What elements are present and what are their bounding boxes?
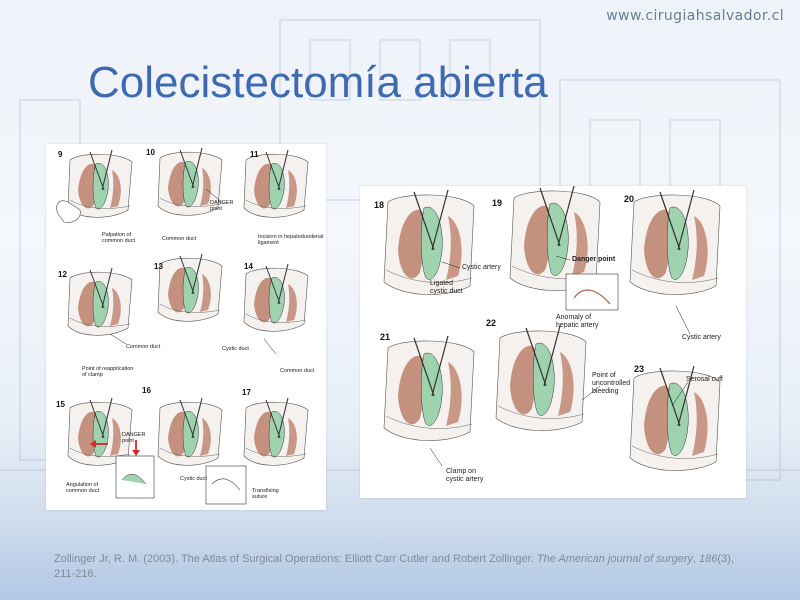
figure-number-14: 14 bbox=[244, 262, 253, 271]
figure-label: Clamp on cystic artery bbox=[446, 468, 484, 483]
figure-number-20: 20 bbox=[624, 194, 635, 204]
figure-number-11: 11 bbox=[250, 150, 259, 159]
figure-label: Palpation of common duct bbox=[102, 232, 136, 244]
figure-label: Cystic duct bbox=[222, 346, 249, 352]
figure-number-16: 16 bbox=[142, 386, 151, 395]
figure-label: Point of reapplication of clamp bbox=[82, 366, 134, 378]
right-panel-drawings bbox=[383, 186, 721, 472]
figure-label: Angulation of common duct bbox=[66, 482, 100, 494]
citation-journal: The American journal of surgery bbox=[536, 553, 693, 565]
figure-number-15: 15 bbox=[56, 400, 65, 409]
footer-band bbox=[0, 520, 800, 600]
figure-label: Ligated cystic duct bbox=[430, 280, 463, 295]
left-illustration-panel: 9 Palpation of common duct 10 DANGER poi… bbox=[46, 144, 326, 510]
right-illustration-panel: 18 Cystic artery Ligated cystic duct 19 … bbox=[360, 186, 746, 498]
figure-label: DANGER point bbox=[210, 200, 234, 212]
figure-label: Danger point bbox=[572, 256, 616, 263]
website-url[interactable]: www.cirugiahsalvador.cl bbox=[606, 8, 784, 24]
figure-label: DANGER point bbox=[122, 432, 146, 444]
figure-label: Point of uncontrolled bleeding bbox=[592, 372, 631, 395]
figure-number-9: 9 bbox=[58, 150, 63, 159]
figure-number-23: 23 bbox=[634, 364, 645, 374]
citation-authors: Zollinger Jr, R. M. (2003). The Atlas of… bbox=[54, 553, 534, 565]
citation-pages: 211-216. bbox=[54, 568, 97, 580]
figure-number-17: 17 bbox=[242, 388, 251, 397]
citation-issue: (3), bbox=[717, 553, 734, 565]
figure-number-22: 22 bbox=[486, 318, 497, 328]
citation-separator: , bbox=[692, 553, 700, 565]
figure-label: Common duct bbox=[280, 368, 315, 374]
left-panel-drawings bbox=[56, 147, 309, 505]
figure-number-21: 21 bbox=[380, 332, 391, 342]
figure-label: Common duct bbox=[162, 236, 197, 242]
figure-label: Incision in hepatoduodenal ligament bbox=[258, 234, 324, 246]
slide-title: Colecistectomía abierta bbox=[88, 58, 548, 107]
figure-label: Cystic duct bbox=[180, 476, 207, 482]
figure-label: Common duct bbox=[126, 344, 161, 350]
figure-label: Transfixing suture bbox=[252, 488, 279, 500]
figure-number-18: 18 bbox=[374, 200, 385, 210]
figure-label: Serosal cuff bbox=[686, 376, 723, 383]
citation-volume: 186 bbox=[699, 553, 718, 565]
figure-number-10: 10 bbox=[146, 148, 155, 157]
figure-label: Anomaly of hepatic artery bbox=[556, 314, 599, 329]
citation: Zollinger Jr, R. M. (2003). The Atlas of… bbox=[54, 552, 754, 582]
figure-label: Cystic artery bbox=[682, 334, 721, 341]
figure-number-12: 12 bbox=[58, 270, 67, 279]
figure-number-19: 19 bbox=[492, 198, 503, 208]
figure-number-13: 13 bbox=[154, 262, 163, 271]
figure-label: Cystic artery bbox=[462, 264, 501, 271]
